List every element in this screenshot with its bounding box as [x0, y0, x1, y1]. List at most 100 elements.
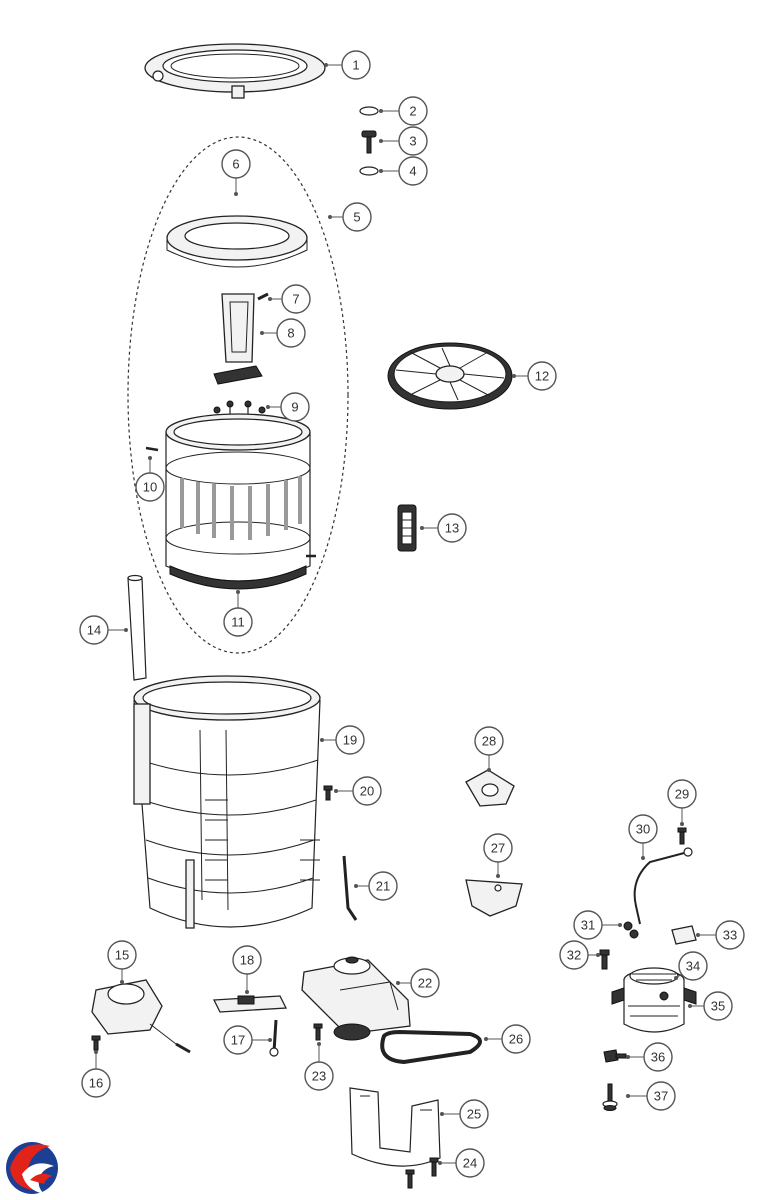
callout-circle [628, 814, 658, 844]
callout-circle [276, 318, 306, 348]
callout-15: 15 [107, 940, 137, 984]
callout-13: 13 [420, 513, 467, 543]
part-screw-23 [313, 1023, 323, 1041]
part-balance-ring [166, 215, 308, 268]
callout-5: 5 [328, 202, 372, 232]
callout-32: 32 [559, 940, 600, 970]
callout-circle [643, 1042, 673, 1072]
callout-28: 28 [474, 726, 504, 772]
callout-number: 26 [509, 1032, 523, 1047]
callout-3: 3 [379, 126, 428, 156]
callout-31: 31 [573, 910, 622, 940]
callout-27: 27 [483, 833, 513, 878]
callout-number: 24 [463, 1156, 477, 1171]
callout-circle [667, 779, 697, 809]
callout-leader-dot [379, 169, 383, 173]
callout-6: 6 [221, 149, 251, 196]
callout-22: 22 [396, 968, 440, 998]
callout-number: 21 [376, 879, 390, 894]
callout-8: 8 [260, 318, 306, 348]
callout-circle [459, 1099, 489, 1129]
callout-leader-dot [268, 297, 272, 301]
callout-leader-dot [674, 976, 678, 980]
part-pulsator [387, 342, 513, 410]
callout-leader-dot [236, 590, 240, 594]
callout-leader-dot [440, 1112, 444, 1116]
callout-number: 8 [287, 326, 294, 341]
callout-number: 12 [535, 369, 549, 384]
callout-circle [646, 1081, 676, 1111]
part-bolts-24 [405, 1157, 439, 1189]
callout-35: 35 [688, 991, 733, 1021]
callout-leader-dot [680, 822, 684, 826]
callout-circle [223, 1025, 253, 1055]
callout-23: 23 [304, 1042, 334, 1091]
callout-7: 7 [268, 284, 311, 314]
part-drive-belt [380, 1029, 482, 1065]
callout-24: 24 [438, 1148, 485, 1178]
callout-leader-dot [626, 1094, 630, 1098]
callout-leader-dot [320, 738, 324, 742]
callout-leader-dot [641, 856, 645, 860]
callout-circle [281, 284, 311, 314]
callout-leader-dot [354, 884, 358, 888]
callout-number: 35 [711, 999, 725, 1014]
callout-leader-dot [266, 405, 270, 409]
callout-leader-dot [148, 456, 152, 460]
callout-19: 19 [320, 725, 365, 755]
part-washer-top [359, 106, 379, 116]
callout-circle [223, 607, 253, 637]
callout-number: 31 [581, 918, 595, 933]
callout-leader-dot [688, 1004, 692, 1008]
callout-leader-dot [334, 789, 338, 793]
callout-circle [280, 392, 310, 422]
callout-33: 33 [696, 920, 745, 950]
callout-number: 2 [409, 104, 416, 119]
callout-leader-dot [618, 923, 622, 927]
callout-circle [81, 1068, 111, 1098]
callout-circle [232, 945, 262, 975]
callout-circle [107, 940, 137, 970]
callout-number: 19 [343, 733, 357, 748]
part-bracket-18 [212, 995, 288, 1013]
callout-number: 17 [231, 1033, 245, 1048]
callout-circle [352, 776, 382, 806]
part-motor [611, 967, 697, 1033]
callout-number: 25 [467, 1107, 481, 1122]
part-lifter [213, 293, 263, 385]
callout-circle [474, 726, 504, 756]
callout-leader-dot [234, 192, 238, 196]
callout-4: 4 [379, 156, 428, 186]
callout-leader-dot [379, 139, 383, 143]
callout-leader-dot [268, 1038, 272, 1042]
callout-9: 9 [266, 392, 310, 422]
callout-30: 30 [628, 814, 658, 860]
part-outer-tub [133, 675, 321, 929]
part-flange-28 [465, 769, 515, 807]
callout-2: 2 [379, 96, 428, 126]
callout-12: 12 [512, 361, 557, 391]
callout-number: 36 [651, 1050, 665, 1065]
assembly-group-outline [127, 136, 349, 654]
callout-25: 25 [440, 1099, 489, 1129]
callout-number: 3 [409, 134, 416, 149]
callout-leader-dot [696, 933, 700, 937]
part-bolt [361, 130, 377, 154]
brand-swirl-logo [6, 1142, 58, 1194]
callout-leader-dot [245, 990, 249, 994]
callout-leader-dot [420, 526, 424, 530]
callout-circle [135, 472, 165, 502]
callout-leader-dot [484, 1037, 488, 1041]
callout-leader-dot [94, 1050, 98, 1054]
callout-circle [221, 149, 251, 179]
callout-circle [398, 126, 428, 156]
callout-labels: 1234567891011121314151617181920212223242… [79, 50, 745, 1178]
callout-circle [437, 513, 467, 543]
callout-number: 14 [87, 623, 101, 638]
callout-36: 36 [626, 1042, 673, 1072]
part-drum-screws [213, 400, 266, 416]
callout-circle [715, 920, 745, 950]
callout-circle [678, 951, 708, 981]
part-lint-filter [397, 504, 417, 552]
callout-number: 34 [686, 959, 700, 974]
